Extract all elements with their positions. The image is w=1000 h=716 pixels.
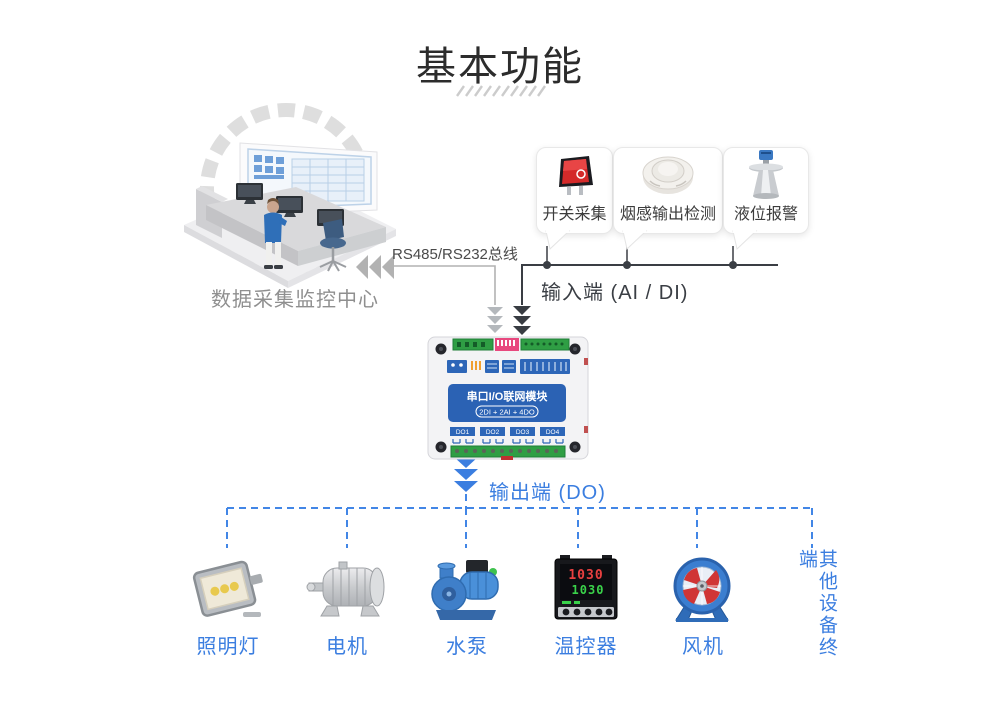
sensor-label: 液位报警	[733, 206, 798, 223]
output-label-light: 照明灯	[196, 636, 260, 658]
motor-icon	[305, 556, 389, 620]
io-module-device: 串口I/O联网模块 2DI + 2AI + 4DO DO1 DO2 DO3 DO…	[427, 336, 589, 460]
sensor-label: 烟感输出检测	[619, 206, 716, 223]
smoke-detector-icon	[614, 148, 722, 200]
sensor-card-level: 液位报警	[723, 147, 809, 250]
sensor-card-smoke: 烟感输出检测	[613, 147, 723, 250]
down-arrow-blue-icon	[454, 457, 478, 492]
do-label: DO2	[486, 429, 500, 436]
monitoring-center-label: 数据采集监控中心	[211, 289, 379, 311]
output-label-motor: 电机	[326, 636, 368, 658]
fan-icon	[664, 556, 740, 624]
rocker-switch-icon	[537, 148, 612, 200]
output-label-pump: 水泵	[446, 636, 488, 658]
office-chair	[319, 219, 347, 272]
output-label-thermostat: 温控器	[554, 636, 618, 658]
temp-display-top: 1030	[568, 568, 603, 583]
device-io-badge: 2DI + 2AI + 4DO	[479, 408, 535, 417]
do-label: DO3	[516, 429, 530, 436]
operator-person	[264, 198, 287, 269]
sensor-label: 开关采集	[542, 206, 607, 223]
input-side-label: 输入端 (AI / DI)	[541, 282, 689, 304]
monitoring-center-illustration	[184, 103, 396, 288]
output-label-fan: 风机	[682, 636, 724, 658]
down-arrow-gray-icon	[487, 307, 503, 333]
bus-label: RS485/RS232总线	[392, 246, 518, 263]
hatch-divider	[456, 85, 546, 97]
level-sensor-icon	[724, 148, 808, 200]
sensor-card-switch: 开关采集	[536, 147, 613, 250]
water-pump-icon	[426, 552, 506, 626]
other-terminals-label: 其他设备终端	[796, 549, 837, 659]
temp-display-bottom: 1030	[572, 583, 605, 597]
temp-controller-icon: 1030 1030	[548, 554, 624, 626]
do-label: DO1	[456, 429, 470, 436]
output-side-label: 输出端 (DO)	[489, 482, 606, 504]
page-title: 基本功能	[416, 45, 584, 89]
device-name: 串口I/O联网模块	[467, 389, 549, 403]
down-arrow-dark-icon	[513, 306, 531, 335]
flood-light-icon	[188, 556, 268, 628]
do-label: DO4	[546, 429, 560, 436]
